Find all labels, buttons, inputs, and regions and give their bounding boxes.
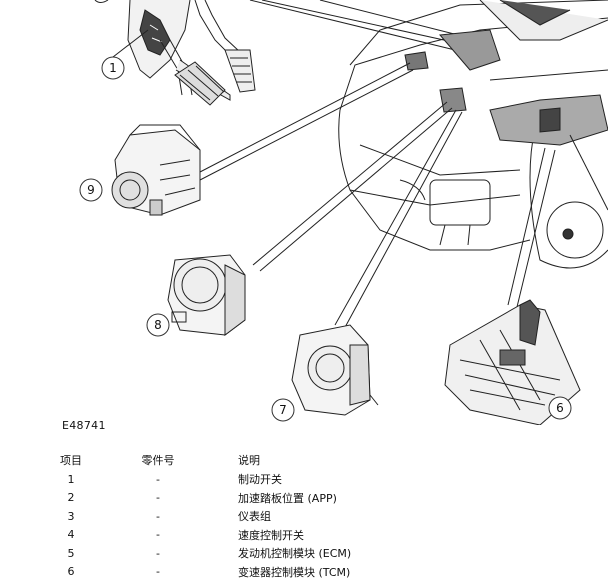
- header-part-number: 零件号: [102, 450, 214, 470]
- header-description: 说明: [214, 450, 498, 470]
- parts-table: 项目 零件号 说明 1 - 制动开关 2 - 加速踏板位置 (APP) 3 - …: [40, 450, 498, 581]
- callout-9-label: 9: [87, 183, 95, 197]
- throttle-body-7-illustration: [292, 325, 378, 415]
- vehicle-illustration: [339, 0, 608, 268]
- callout-1-label: 1: [109, 61, 117, 75]
- row-part: -: [102, 526, 214, 545]
- table-row: 3 - 仪表组: [40, 507, 498, 526]
- row-item: 4: [40, 526, 102, 545]
- row-item: 2: [40, 489, 102, 508]
- header-item: 项目: [40, 450, 102, 470]
- row-desc: 发动机控制模块 (ECM): [214, 544, 498, 563]
- row-desc: 变速器控制模块 (TCM): [214, 563, 498, 581]
- component-location-diagram: 1 9 8 7 6: [0, 0, 608, 425]
- row-desc: 速度控制开关: [214, 526, 498, 545]
- row-part: -: [102, 544, 214, 563]
- table-row: 1 - 制动开关: [40, 470, 498, 489]
- callout-8-label: 8: [154, 318, 162, 332]
- row-desc: 加速踏板位置 (APP): [214, 489, 498, 508]
- table-row: 2 - 加速踏板位置 (APP): [40, 489, 498, 508]
- figure-id: E48741: [62, 419, 106, 432]
- row-desc: 仪表组: [214, 507, 498, 526]
- row-part: -: [102, 507, 214, 526]
- row-part: -: [102, 470, 214, 489]
- row-desc: 制动开关: [214, 470, 498, 489]
- table-header-row: 项目 零件号 说明: [40, 450, 498, 470]
- table-row: 5 - 发动机控制模块 (ECM): [40, 544, 498, 563]
- row-part: -: [102, 489, 214, 508]
- throttle-body-8-illustration: [168, 255, 245, 335]
- callout-7-label: 7: [279, 403, 287, 417]
- row-item: 3: [40, 507, 102, 526]
- row-item: 1: [40, 470, 102, 489]
- table-row: 6 - 变速器控制模块 (TCM): [40, 563, 498, 581]
- row-item: 5: [40, 544, 102, 563]
- table-row: 4 - 速度控制开关: [40, 526, 498, 545]
- callout-6-label: 6: [556, 401, 564, 415]
- row-part: -: [102, 563, 214, 581]
- abs-module-illustration: [112, 125, 200, 215]
- row-item: 6: [40, 563, 102, 581]
